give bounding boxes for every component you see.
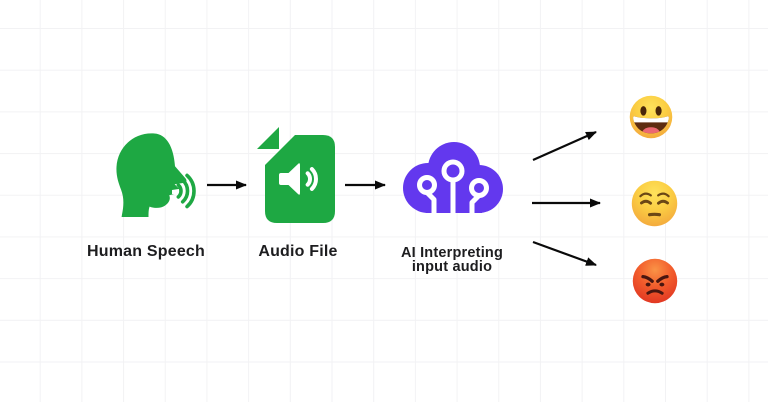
label-audio-file: Audio File [258,243,338,260]
speaking-head-icon [116,133,196,217]
angry-face-emoji [632,258,678,304]
arrow-ai-to-happy [532,130,597,162]
ai-cloud-circuit-icon [403,142,503,213]
node-human-speech [97,131,197,219]
label-ai-line2: input audio [411,259,493,275]
node-ai-interpreting [402,141,504,214]
label-ai-interpreting: AI Interpreting input audio [391,245,513,275]
node-audio-file [255,125,339,227]
arrow-ai-to-angry [532,240,597,267]
output-emotion-sad [631,180,678,227]
output-emotion-happy [629,95,673,139]
pensive-face-emoji [631,180,678,227]
grinning-face-emoji [629,95,673,139]
output-emotion-angry [632,258,678,304]
label-human-speech: Human Speech [87,243,205,260]
audio-file-icon [257,127,335,223]
label-ai-line1: AI Interpreting [400,245,504,261]
